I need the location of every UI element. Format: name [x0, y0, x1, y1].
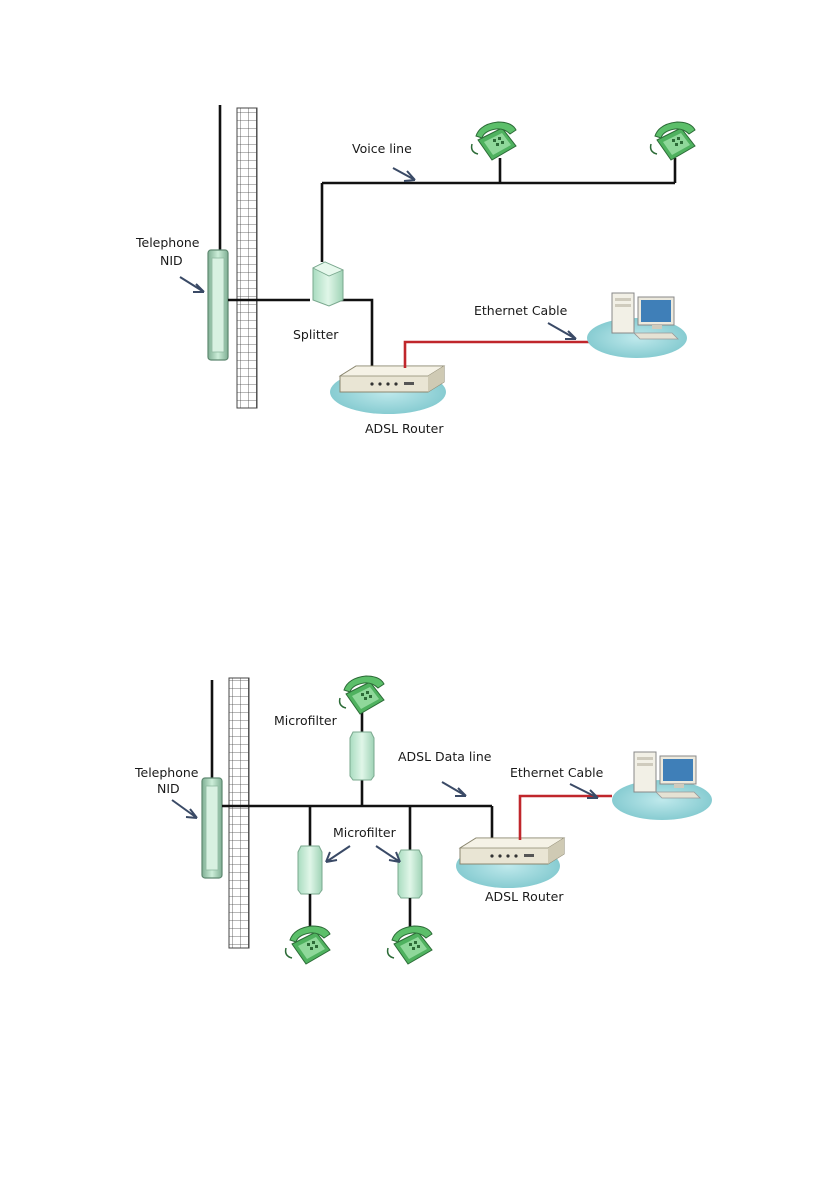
label-ethernet-cable: Ethernet Cable	[510, 765, 604, 780]
router-icon	[340, 366, 444, 392]
label-nid: NID	[157, 781, 180, 796]
top-diagram: Voice line Telephone NID Splitter Ethern…	[135, 105, 695, 436]
arrow-nid-bottom	[172, 800, 197, 818]
wall-grid-top	[237, 108, 257, 408]
microfilter-top-device	[350, 732, 374, 780]
label-ethernet-cable: Ethernet Cable	[474, 303, 568, 318]
arrow-microfilter-left	[326, 846, 350, 862]
label-voice-line: Voice line	[352, 141, 412, 156]
label-nid: NID	[160, 253, 183, 268]
label-splitter: Splitter	[293, 327, 339, 342]
telephone-nid-box-bottom	[202, 778, 222, 878]
splitter-device	[313, 262, 343, 306]
ethernet-cable-top	[405, 342, 592, 368]
arrow-microfilter-right	[376, 846, 400, 862]
microfilter-left-device	[298, 846, 322, 894]
phone-icon	[340, 676, 384, 714]
wire-splitter-router	[334, 300, 372, 372]
label-telephone: Telephone	[135, 235, 200, 250]
label-adsl-data-line: ADSL Data line	[398, 749, 492, 764]
phone-icon	[388, 926, 432, 964]
microfilter-right-device	[398, 850, 422, 898]
arrow-ethernet-top	[548, 323, 576, 339]
ethernet-cable-bottom	[520, 796, 612, 840]
phone-icon	[472, 122, 516, 160]
label-microfilter-mid: Microfilter	[333, 825, 397, 840]
router-icon	[460, 838, 564, 864]
label-microfilter-top: Microfilter	[274, 713, 338, 728]
label-adsl-router: ADSL Router	[485, 889, 564, 904]
label-telephone: Telephone	[134, 765, 199, 780]
bottom-diagram: Microfilter ADSL Data line Ethernet Cabl…	[134, 676, 712, 964]
phone-icon	[651, 122, 695, 160]
arrow-voice-line	[393, 168, 415, 181]
label-adsl-router: ADSL Router	[365, 421, 444, 436]
computer-pad-bottom	[612, 780, 712, 820]
wall-grid-bottom	[229, 678, 249, 948]
arrow-adsl-data-line	[442, 782, 466, 796]
arrow-nid-top	[180, 277, 204, 292]
telephone-nid-box-top	[208, 250, 228, 360]
phone-icon	[286, 926, 330, 964]
